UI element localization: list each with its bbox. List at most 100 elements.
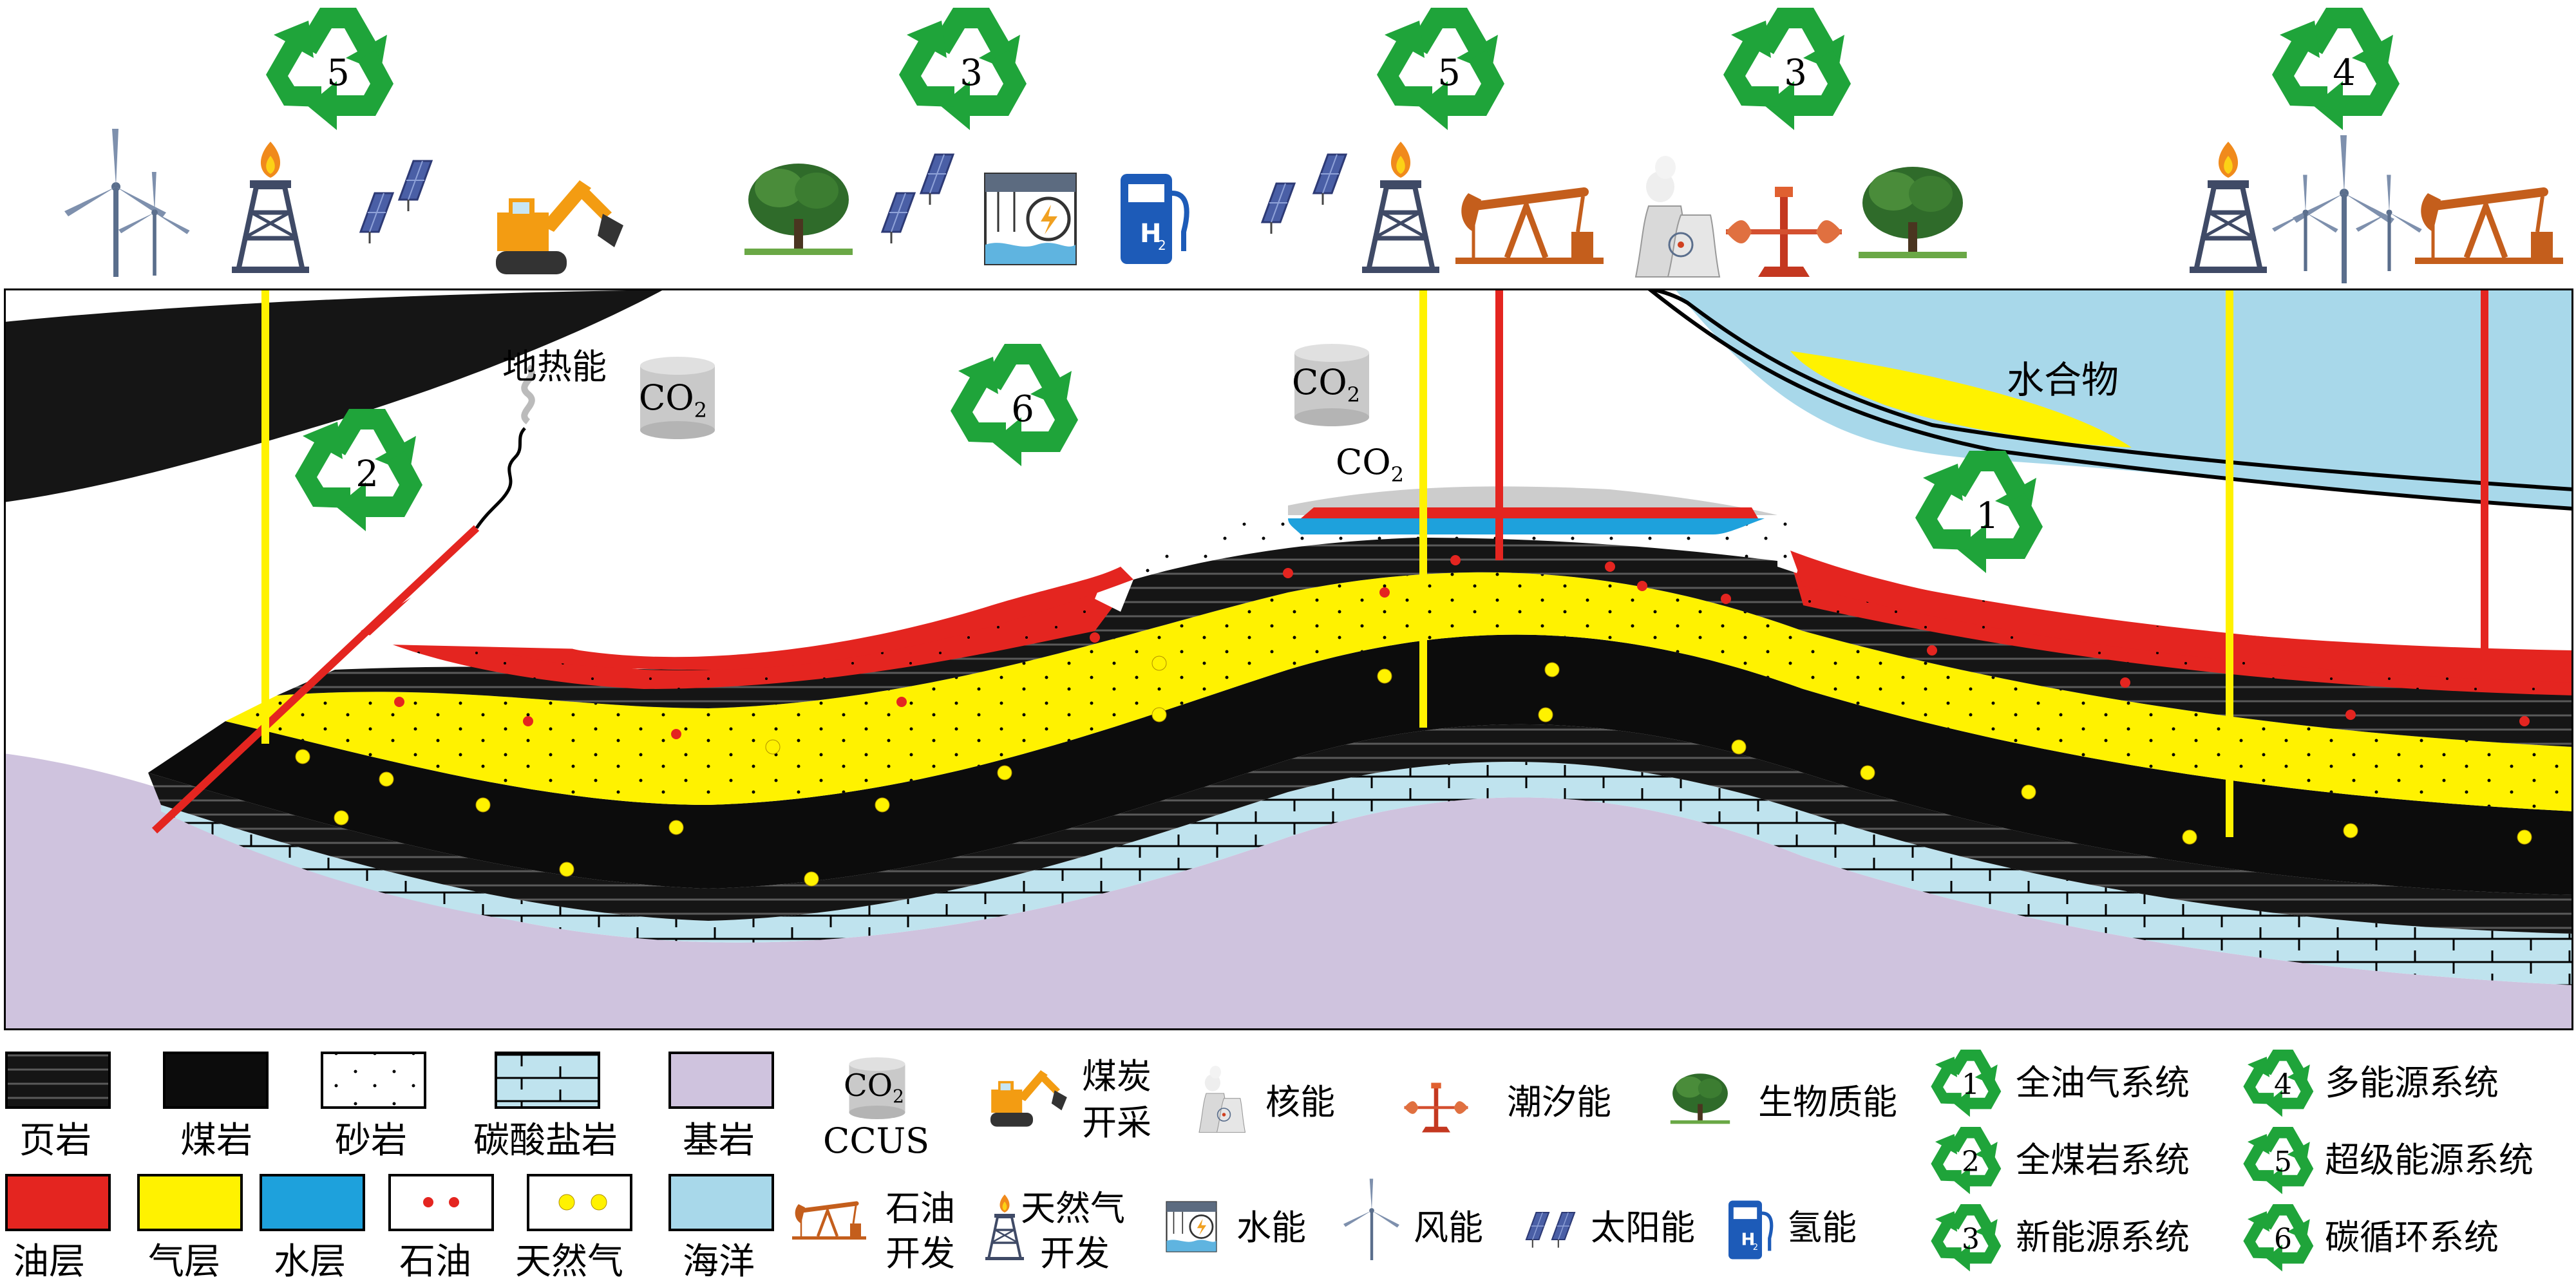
legend-label-coal-mining-1: 煤炭 xyxy=(1082,1056,1151,1097)
svg-text:6: 6 xyxy=(1011,388,1034,430)
legend-co2-text: CO2 xyxy=(844,1068,904,1107)
gas-derrick-icon xyxy=(1362,142,1439,273)
legend-swatch-basement xyxy=(668,1052,774,1109)
legend-label-tidal: 潮汐能 xyxy=(1507,1082,1611,1122)
surface-cycle-a: 5 xyxy=(266,8,393,130)
svg-text:5: 5 xyxy=(327,52,350,94)
legend-label-oil-dev-2: 开发 xyxy=(886,1233,955,1274)
carbonate-layer xyxy=(161,761,2573,985)
legend-solar-icon xyxy=(1551,1211,1576,1249)
legend-system-2: 2 全煤岩系统 xyxy=(1931,1127,2190,1194)
svg-text:6: 6 xyxy=(2274,1223,2292,1256)
solar-panel-icon xyxy=(1312,153,1347,206)
legend-label-carbonate: 碳酸盐岩 xyxy=(473,1120,618,1162)
cycle-2: 2 xyxy=(295,409,422,531)
hydrogen-pump-icon xyxy=(1121,174,1187,264)
svg-text:3: 3 xyxy=(1962,1223,1980,1256)
svg-text:4: 4 xyxy=(2274,1068,2292,1101)
legend-h2-icon xyxy=(1728,1201,1772,1260)
svg-text:全煤岩系统: 全煤岩系统 xyxy=(2016,1140,2190,1180)
wind-turbine-icon xyxy=(2272,175,2338,271)
svg-text:碳循环系统: 碳循环系统 xyxy=(2325,1217,2499,1258)
svg-text:4: 4 xyxy=(2333,52,2356,94)
legend-system-6: 6 碳循环系统 xyxy=(2243,1204,2499,1272)
tidal-turbine-icon xyxy=(1726,187,1842,277)
cross-section xyxy=(4,288,2573,1030)
svg-text:2: 2 xyxy=(355,453,379,495)
geothermal-squiggle xyxy=(475,427,526,529)
wind-turbine-icon xyxy=(2293,135,2394,283)
legend-label-shale: 页岩 xyxy=(19,1120,91,1162)
excavator-icon xyxy=(496,180,623,274)
crest-oil-cap xyxy=(1301,507,1758,518)
gas-derrick-icon xyxy=(2190,142,2267,273)
legend-label-hydrogen: 氢能 xyxy=(1787,1207,1857,1248)
basement xyxy=(4,753,2573,1030)
legend-label-biomass: 生物质能 xyxy=(1758,1082,1897,1122)
co2-label-2: CO2 xyxy=(1292,362,1360,407)
fault-wedge xyxy=(361,567,644,650)
legend-system-5: 5 超级能源系统 xyxy=(2243,1127,2533,1194)
legend-label-hydro: 水能 xyxy=(1236,1207,1306,1248)
legend-swatch-coal xyxy=(163,1052,269,1109)
svg-text:5: 5 xyxy=(1437,52,1461,94)
lower-coal-band xyxy=(148,634,2573,895)
legend-swatch-oil xyxy=(388,1174,494,1231)
surface-cycle-b: 3 xyxy=(899,8,1027,130)
solar-panel-icon xyxy=(359,192,394,245)
legend-swatch-oil-layer xyxy=(5,1174,111,1231)
wind-turbine-icon xyxy=(118,172,190,276)
legend-label-wind: 风能 xyxy=(1414,1207,1483,1248)
legend-swatch-natural-gas xyxy=(527,1174,632,1231)
legend-swatch-sandstone xyxy=(321,1052,426,1109)
fault xyxy=(151,525,480,834)
crest-water-cap xyxy=(1288,518,1765,534)
crest-shale xyxy=(1095,531,1803,631)
gas-band xyxy=(225,572,2573,811)
oil-left-flank xyxy=(438,567,1133,670)
pump-jack-icon xyxy=(2415,192,2563,264)
solar-panel-icon xyxy=(881,192,916,245)
legend-label-gas-dev-1: 天然气 xyxy=(1021,1188,1125,1229)
gas-droplets xyxy=(295,656,2532,887)
geothermal-label: 地热能 xyxy=(502,346,607,387)
svg-text:1: 1 xyxy=(1976,495,1999,537)
legend-label-ccus: CCUS xyxy=(823,1120,929,1161)
legend-label-ocean: 海洋 xyxy=(683,1241,755,1283)
legend-swatch-gas-layer xyxy=(137,1174,243,1231)
tree-icon xyxy=(744,164,853,255)
legend-label-water-layer: 水层 xyxy=(274,1241,346,1283)
nuclear-plant-icon xyxy=(1634,155,1721,278)
svg-text:5: 5 xyxy=(2274,1146,2292,1178)
ocean-bottom-line xyxy=(1647,288,2573,511)
legend-label-solar: 太阳能 xyxy=(1591,1207,1695,1248)
legend-swatch-ocean xyxy=(668,1174,774,1231)
oil-right-flank xyxy=(1790,551,2573,683)
wind-turbine-icon xyxy=(2356,175,2422,271)
legend-label-oil-dev-1: 石油 xyxy=(886,1188,955,1229)
solar-panel-icon xyxy=(1261,182,1296,235)
svg-text:1: 1 xyxy=(1962,1068,1980,1101)
co2-label-3: CO2 xyxy=(1336,442,1404,487)
shale-crest xyxy=(1095,540,2573,721)
legend-system-1: 1 全油气系统 xyxy=(1931,1050,2190,1117)
tree-icon xyxy=(1859,167,1967,258)
legend-label-oil: 石油 xyxy=(399,1241,471,1283)
lower-shale-band xyxy=(148,724,2573,934)
ocean xyxy=(1674,288,2573,509)
svg-text:多能源系统: 多能源系统 xyxy=(2325,1062,2499,1103)
upper-shale-band xyxy=(277,540,2573,747)
legend-label-basement: 基岩 xyxy=(683,1120,755,1162)
legend-tidal-icon xyxy=(1405,1083,1468,1133)
legend-label-nuclear: 核能 xyxy=(1265,1082,1335,1122)
svg-text:全油气系统: 全油气系统 xyxy=(2016,1062,2190,1103)
surface-cycle-c: 5 xyxy=(1377,8,1504,130)
cycle-6: 6 xyxy=(951,344,1078,466)
legend-swatch-shale xyxy=(5,1052,111,1109)
surface-cycle-d: 3 xyxy=(1723,8,1851,130)
legend-label-gas-layer: 气层 xyxy=(148,1241,220,1283)
svg-text:新能源系统: 新能源系统 xyxy=(2016,1217,2190,1258)
legend-label-sandstone: 砂岩 xyxy=(335,1120,407,1162)
co2-label-1: CO2 xyxy=(639,377,707,422)
